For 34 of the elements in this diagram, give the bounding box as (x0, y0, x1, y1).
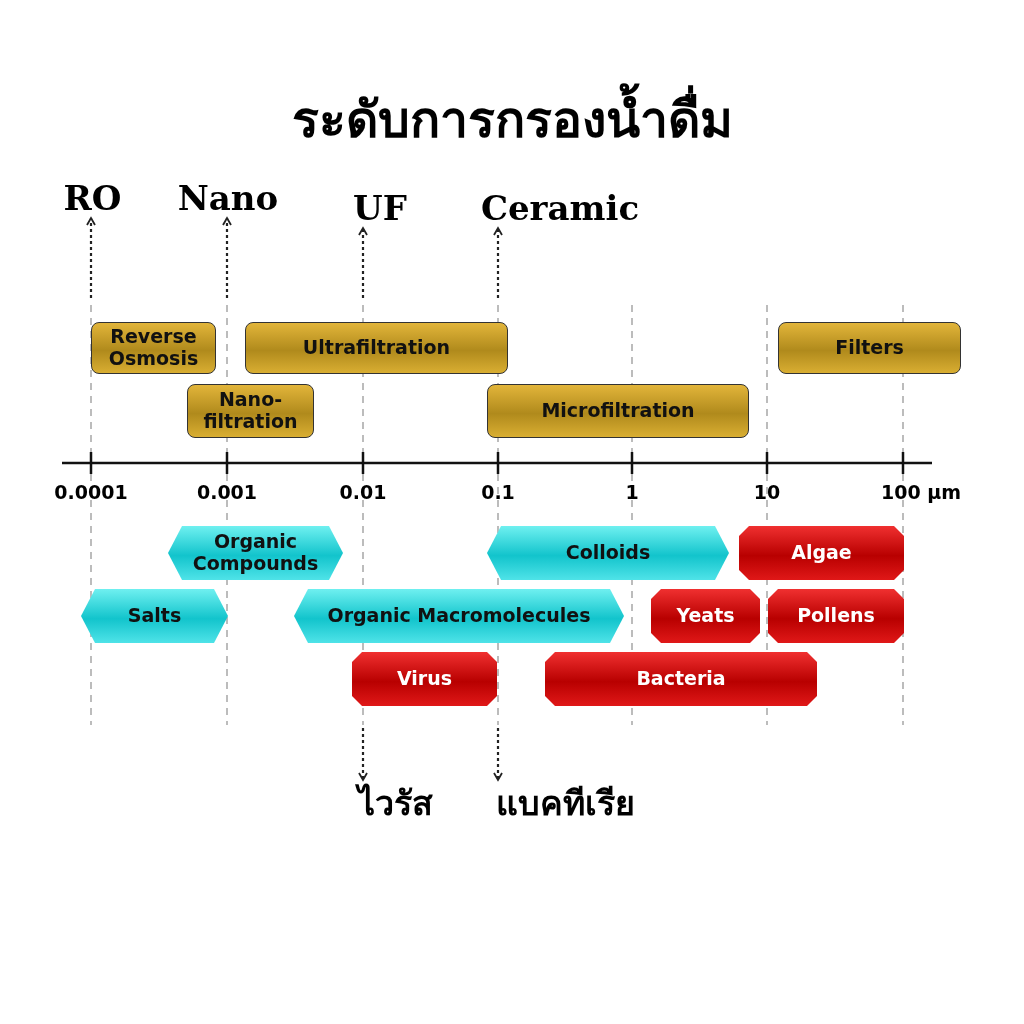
particle-range-bar: Yeats (651, 589, 760, 643)
particle-range-bar: Organic Macromolecules (294, 589, 624, 643)
axis-tick-label: 1 (624, 481, 640, 503)
scale-label: ไวรัส (340, 780, 450, 830)
filter-range-bar: Ultrafiltration (245, 322, 508, 374)
particle-range-bar: Pollens (768, 589, 904, 643)
filter-range-bar: Nano- filtration (187, 384, 314, 438)
scale-label: UF (345, 180, 415, 228)
arrow (493, 728, 503, 781)
filter-range-bar: Filters (778, 322, 961, 374)
scale-label: Nano (172, 170, 284, 218)
particle-range-bar: Organic Compounds (168, 526, 343, 580)
arrow (86, 217, 96, 298)
particle-range-bar: Colloids (487, 526, 729, 580)
particle-range-bar: Salts (81, 589, 228, 643)
scale-label: แบคทีเรีย (470, 780, 660, 830)
axis-tick-label: 100 µm (879, 481, 963, 503)
particle-range-bar: Algae (739, 526, 904, 580)
scale-label: RO (55, 170, 130, 218)
arrow (358, 227, 368, 298)
filter-range-bar: Microfiltration (487, 384, 749, 438)
axis-tick-label: 0.0001 (53, 481, 129, 503)
arrow (358, 728, 368, 781)
filter-range-bar: Reverse Osmosis (91, 322, 216, 374)
axis-tick-label: 0.01 (338, 481, 388, 503)
axis-tick-label: 10 (752, 481, 782, 503)
title: ระดับการกรองน้ำดื่ม (0, 80, 1024, 159)
axis-tick-label: 0.1 (480, 481, 516, 503)
axis-tick-label: 0.001 (195, 481, 259, 503)
arrow (222, 217, 232, 298)
particle-range-bar: Bacteria (545, 652, 817, 706)
arrow (493, 227, 503, 298)
particle-range-bar: Virus (352, 652, 497, 706)
scale-label: Ceramic (475, 180, 645, 228)
